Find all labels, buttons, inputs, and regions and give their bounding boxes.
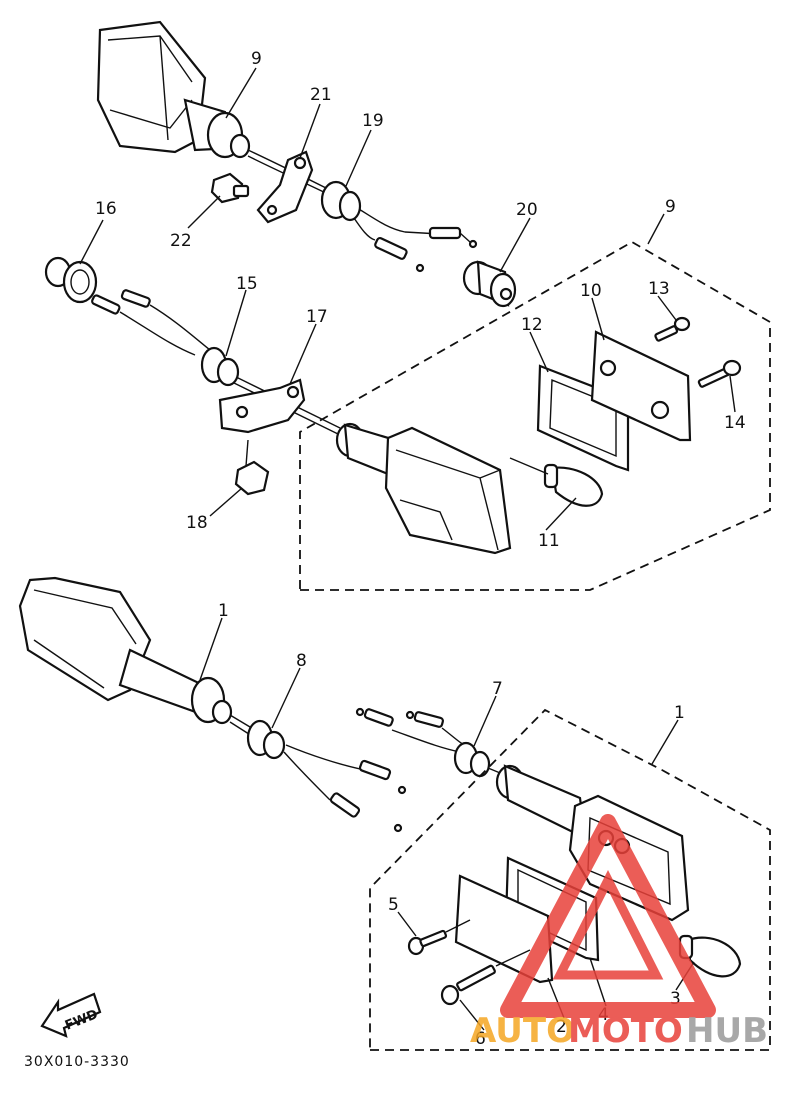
- callout-9-right: 9: [665, 197, 676, 217]
- callout-13: 13: [648, 279, 670, 299]
- callout-6: 6: [475, 1029, 486, 1049]
- watermark-text-auto: AUTO: [470, 1011, 575, 1051]
- callout-15: 15: [236, 274, 258, 294]
- callout-12: 12: [521, 315, 543, 335]
- top-bracket-21: [256, 150, 314, 224]
- callout-8: 8: [296, 651, 307, 671]
- middle-bolt-18: [234, 439, 270, 496]
- callout-5: 5: [388, 895, 399, 915]
- top-flasher-lens: [96, 20, 207, 154]
- callout-17: 17: [306, 307, 328, 327]
- bottom-grommet-8: [246, 719, 286, 760]
- grommet-20: [462, 260, 517, 308]
- top-bolt-22: [210, 172, 250, 204]
- bottom-grommet-7: [453, 741, 491, 778]
- callout-21: 21: [310, 85, 332, 105]
- middle-flasher-lens: [384, 426, 512, 555]
- bottom-wires-right: [355, 707, 506, 776]
- callout-10: 10: [580, 281, 602, 301]
- watermark-text-hub: HUB: [686, 1011, 768, 1051]
- callout-1-right: 1: [674, 703, 685, 723]
- watermark-logo: AUTO MOTO HUB: [470, 814, 768, 1051]
- screw-14: [697, 359, 742, 388]
- lens-10: [590, 330, 692, 442]
- callout-18: 18: [186, 513, 208, 533]
- screw-13: [654, 316, 691, 342]
- callout-11: 11: [538, 531, 560, 551]
- screw-5: [407, 919, 471, 956]
- callout-16: 16: [95, 199, 117, 219]
- watermark-triangle-icon: [500, 814, 716, 1018]
- top-grommet-19: [320, 180, 362, 222]
- callout-20: 20: [516, 200, 538, 220]
- callout-3: 3: [670, 989, 681, 1009]
- bottom-flasher-lens: [18, 576, 152, 702]
- callout-9-top: 9: [251, 49, 262, 69]
- diagram-code: 30X010-3330: [24, 1054, 130, 1070]
- screw-6: [440, 949, 531, 1006]
- callout-22: 22: [170, 231, 192, 251]
- middle-grommet-15: [200, 346, 240, 387]
- middle-bracket-17: [218, 378, 306, 434]
- bottom-flasher-stem: [118, 648, 233, 725]
- callout-14: 14: [724, 413, 746, 433]
- callout-1-left: 1: [218, 601, 229, 621]
- callout-2: 2: [556, 1017, 567, 1037]
- callout-7: 7: [492, 679, 503, 699]
- middle-flasher-stem: [335, 422, 400, 480]
- top-flasher-stem: [183, 98, 251, 159]
- bulb-11: [509, 457, 604, 507]
- assembly-outline-1: [369, 708, 771, 1051]
- bottom-wires-left: [229, 714, 407, 833]
- fwd-arrow-icon: FWD: [40, 992, 102, 1038]
- callout-19: 19: [362, 111, 384, 131]
- assembly-outline-9: [299, 240, 771, 591]
- grommet-16: [44, 256, 98, 304]
- watermark-text-moto: MOTO: [568, 1011, 683, 1051]
